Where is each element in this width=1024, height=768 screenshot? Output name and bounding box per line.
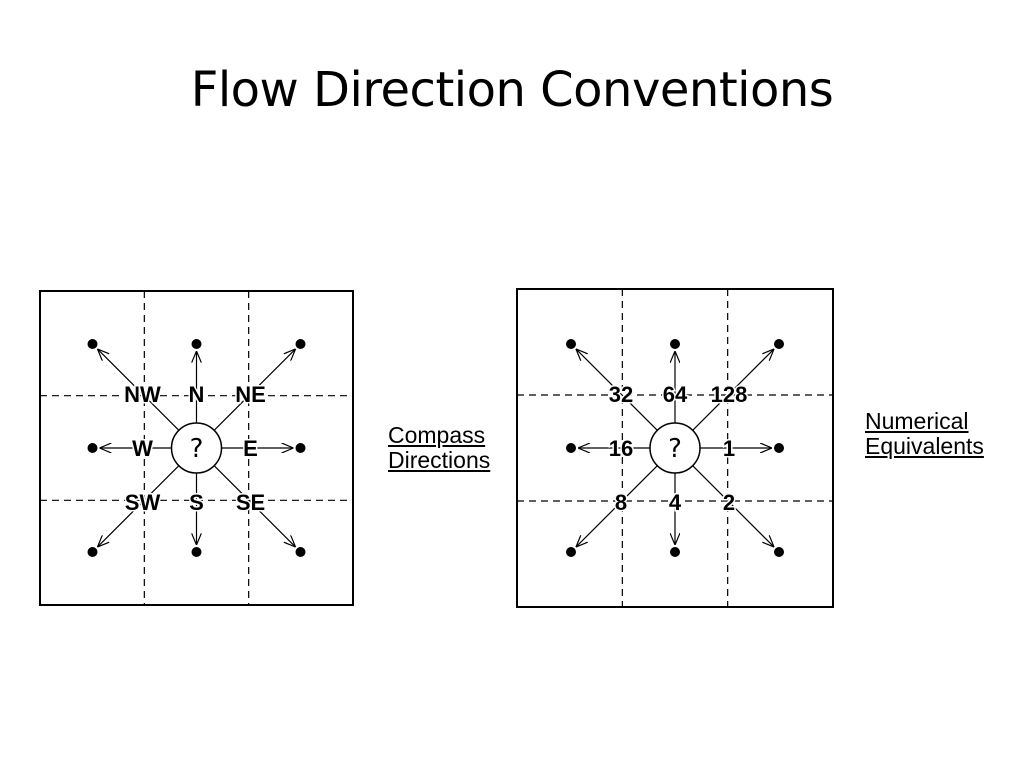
neighbor-cell-dot-sw	[566, 547, 576, 557]
direction-label-s: 4	[669, 490, 682, 515]
direction-label-e: 1	[723, 436, 735, 461]
compass-directions-diagram: NW N NE W E SW S SE?	[39, 290, 354, 606]
neighbor-cell-dot-e	[295, 443, 306, 453]
compass-directions-caption: Compass Directions	[388, 423, 490, 473]
neighbor-cell-dot-w	[566, 443, 576, 453]
caption-line-2: Directions	[388, 447, 491, 473]
neighbor-cell-dot-nw	[87, 339, 98, 349]
caption-line-1: Compass	[388, 422, 486, 448]
numeric-frame	[516, 288, 834, 608]
caption-line-1: Numerical	[865, 408, 969, 434]
neighbor-cell-dot-se	[295, 547, 306, 557]
center-cell-circle	[170, 422, 223, 474]
direction-label-n: 64	[663, 382, 688, 407]
direction-label-nw: NW	[124, 382, 161, 407]
neighbor-cell-dot-s	[670, 547, 680, 557]
numerical-equivalents-diagram: 32 64 128 16 1 8 4 2?	[516, 288, 834, 608]
flow-arrow-nw	[98, 350, 180, 431]
neighbor-cell-dot-se	[774, 547, 784, 557]
flow-arrow-sw	[577, 465, 658, 547]
direction-label-w: 16	[609, 436, 633, 461]
neighbor-cell-dot-nw	[566, 339, 576, 349]
direction-label-n: N	[189, 382, 205, 407]
direction-label-s: S	[189, 490, 204, 515]
flow-arrow-ne	[692, 350, 774, 431]
flow-arrow-se	[692, 465, 774, 547]
compass-frame	[39, 290, 354, 606]
direction-label-sw: 8	[615, 490, 627, 515]
flow-arrow-nw	[577, 350, 658, 431]
direction-label-e: E	[243, 436, 258, 461]
direction-label-ne: NE	[235, 382, 266, 407]
direction-label-ne: 128	[711, 382, 748, 407]
direction-label-se: 2	[723, 490, 735, 515]
caption-line-2: Equivalents	[865, 433, 984, 459]
neighbor-cell-dot-w	[87, 443, 98, 453]
flow-arrow-ne	[213, 350, 295, 431]
neighbor-cell-dot-ne	[295, 339, 306, 349]
neighbor-cell-dot-n	[191, 339, 202, 349]
neighbor-cell-dot-n	[670, 339, 680, 349]
neighbor-cell-dot-e	[774, 443, 784, 453]
center-cell-circle	[649, 422, 701, 474]
neighbor-cell-dot-sw	[87, 547, 98, 557]
neighbor-cell-dot-ne	[774, 339, 784, 349]
flow-arrow-se	[213, 465, 295, 547]
center-cell-question-mark: ?	[190, 434, 204, 464]
center-cell-question-mark: ?	[668, 434, 682, 464]
direction-label-w: W	[132, 436, 153, 461]
numerical-equivalents-caption: Numerical Equivalents	[865, 409, 984, 459]
direction-label-se: SE	[236, 490, 265, 515]
neighbor-cell-dot-s	[191, 547, 202, 557]
direction-label-sw: SW	[125, 490, 161, 515]
direction-label-nw: 32	[609, 382, 633, 407]
slide-title: Flow Direction Conventions	[190, 62, 834, 118]
flow-arrow-sw	[98, 465, 180, 547]
